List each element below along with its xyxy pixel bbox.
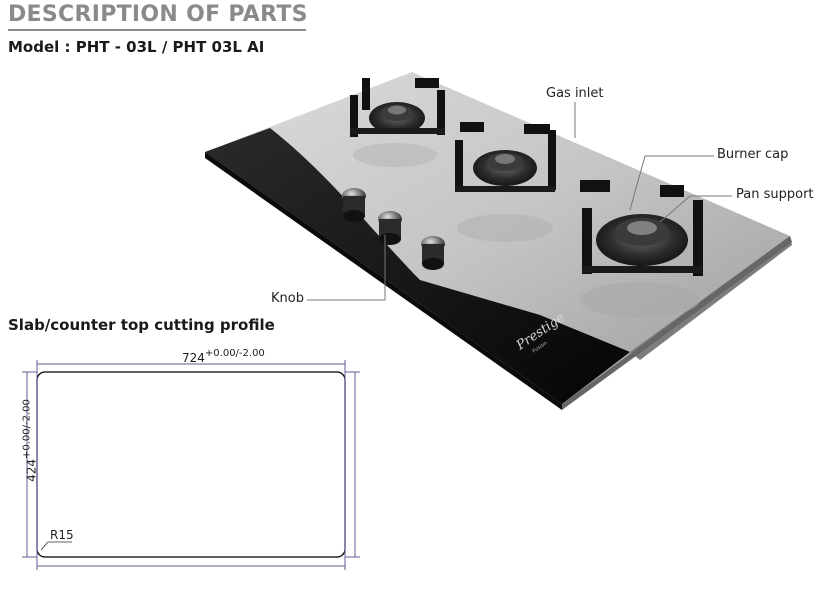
glass-top xyxy=(205,72,792,410)
burner-right xyxy=(580,180,703,276)
width-dimension: 724+0.00/-2.00 xyxy=(182,348,265,365)
pan-support-label: Pan support xyxy=(736,187,814,202)
height-tolerance: +0.00/-2.00 xyxy=(21,399,33,459)
cutting-profile-drawing xyxy=(22,360,360,570)
width-value: 724 xyxy=(182,351,205,365)
gas-inlet-label: Gas inlet xyxy=(546,86,604,101)
burner-cap-label: Burner cap xyxy=(717,147,789,162)
model-subtitle: Model : PHT - 03L / PHT 03L AI xyxy=(8,38,265,56)
burner-middle xyxy=(455,122,556,192)
corner-radius-label: R15 xyxy=(50,528,74,542)
cutting-profile-heading: Slab/counter top cutting profile xyxy=(8,316,275,334)
height-dimension: 424+0.00/-2.00 xyxy=(22,381,39,501)
knob-label: Knob xyxy=(271,291,304,306)
page-title: DESCRIPTION OF PARTS xyxy=(8,2,308,27)
width-tolerance: +0.00/-2.00 xyxy=(204,348,265,359)
title-underline xyxy=(8,29,306,31)
callout-lines xyxy=(307,102,732,301)
height-value: 424 xyxy=(24,459,39,482)
burner-left xyxy=(350,78,445,137)
